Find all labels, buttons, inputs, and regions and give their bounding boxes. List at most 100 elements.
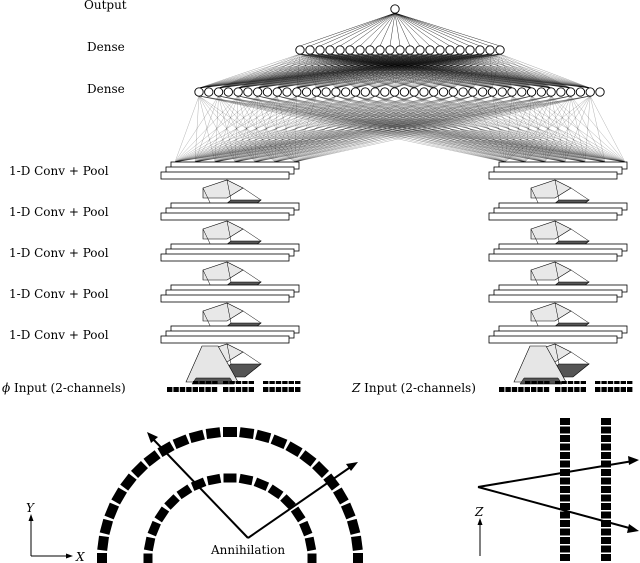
detector-crystal	[223, 473, 237, 483]
pool-edge	[242, 269, 262, 283]
detector-crystal	[267, 484, 284, 500]
connection-line	[296, 95, 506, 163]
feature-map	[160, 253, 290, 262]
input-cell	[561, 381, 567, 384]
connection-line	[294, 95, 337, 163]
detector-crystal	[97, 553, 107, 563]
z-crystal	[560, 486, 570, 493]
connection-line	[299, 53, 356, 89]
z-crystal	[601, 469, 611, 476]
connection-line	[174, 95, 434, 163]
dense2-neuron	[526, 87, 537, 97]
connection-line	[394, 12, 461, 47]
connection-line	[394, 12, 501, 47]
connection-line	[479, 53, 513, 89]
connection-line	[433, 95, 526, 163]
detector-crystal	[99, 518, 114, 535]
connection-line	[590, 95, 606, 163]
connection-line	[198, 53, 451, 89]
connection-line	[479, 53, 552, 89]
connection-line	[277, 95, 296, 163]
input-cell	[205, 381, 212, 384]
connection-line	[194, 95, 200, 163]
input-cell	[295, 381, 301, 384]
input-cell	[518, 387, 524, 392]
dense2-neuron	[321, 87, 331, 97]
connection-line	[489, 53, 493, 89]
input-cell	[531, 381, 537, 384]
z-crystal	[601, 452, 611, 459]
detector-crystal	[143, 553, 153, 563]
connection-line	[274, 95, 297, 163]
connection-line	[414, 95, 506, 163]
input-cell	[567, 387, 574, 392]
detector-crystal	[111, 487, 127, 505]
gamma-arrowhead	[346, 462, 358, 471]
connection-line	[524, 95, 552, 163]
connection-line	[198, 53, 481, 89]
connection-line	[335, 53, 491, 89]
input-cell	[186, 387, 192, 392]
z-crystal	[601, 426, 611, 434]
dense2-neuron	[419, 87, 429, 97]
connection-line	[379, 53, 434, 89]
dense2-neuron	[213, 87, 224, 97]
input-cell	[211, 387, 218, 392]
z-input-label: Z Input (2-channels)	[351, 381, 476, 395]
input-cell	[580, 381, 586, 384]
detector-crystal	[143, 536, 156, 552]
connection-line	[234, 95, 591, 163]
input-cell	[614, 381, 620, 384]
dense2-neuron	[409, 87, 419, 97]
z-input-text: Input (2-channels)	[360, 381, 476, 395]
connection-line	[374, 95, 506, 163]
dense2-neuron	[575, 87, 586, 97]
connection-line	[174, 95, 395, 163]
connection-line	[198, 53, 401, 89]
detector-crystal	[333, 487, 349, 505]
connection-line	[375, 53, 501, 89]
detector-crystal	[312, 461, 329, 478]
connection-line	[309, 12, 396, 47]
input-cell	[627, 381, 633, 384]
pool-edge	[554, 302, 560, 324]
dense2-neuron	[458, 87, 468, 97]
detector-crystal	[307, 553, 317, 563]
input-cell	[199, 387, 205, 392]
detector-crystal	[323, 473, 340, 491]
connection-line	[198, 53, 371, 89]
connection-line	[174, 95, 336, 163]
pool-edge	[554, 220, 560, 242]
x-axis-label: X	[75, 550, 85, 563]
connection-line	[329, 53, 376, 89]
connection-line	[499, 53, 513, 89]
gamma-arrowhead	[147, 432, 158, 443]
detector-crystal	[172, 434, 190, 450]
dense2-neuron	[517, 87, 527, 97]
input-cell	[580, 387, 586, 392]
y-axis-label: Y	[26, 501, 35, 515]
connection-line	[339, 53, 395, 89]
pool-edge	[226, 220, 232, 242]
connection-line	[198, 53, 421, 89]
dense2-neuron	[233, 87, 243, 97]
connection-line	[329, 53, 415, 89]
connection-line	[459, 53, 513, 89]
pool-window	[530, 179, 572, 199]
dense-label-2: Dense	[87, 82, 125, 96]
input-cell	[248, 387, 254, 392]
connection-line	[469, 53, 532, 89]
dense2-neuron	[360, 87, 370, 97]
dense2-neuron	[556, 87, 566, 97]
z-crystal	[601, 418, 611, 425]
dense2-neuron	[536, 87, 546, 97]
connection-line	[499, 53, 552, 89]
dense1-neuron	[295, 45, 305, 55]
dense2-neuron	[223, 87, 233, 97]
detector-crystal	[255, 429, 272, 444]
connection-line	[524, 95, 591, 163]
connection-line	[214, 95, 591, 163]
dense1-neuron	[385, 45, 395, 55]
gamma-ray	[247, 465, 353, 539]
connection-line	[257, 95, 506, 163]
